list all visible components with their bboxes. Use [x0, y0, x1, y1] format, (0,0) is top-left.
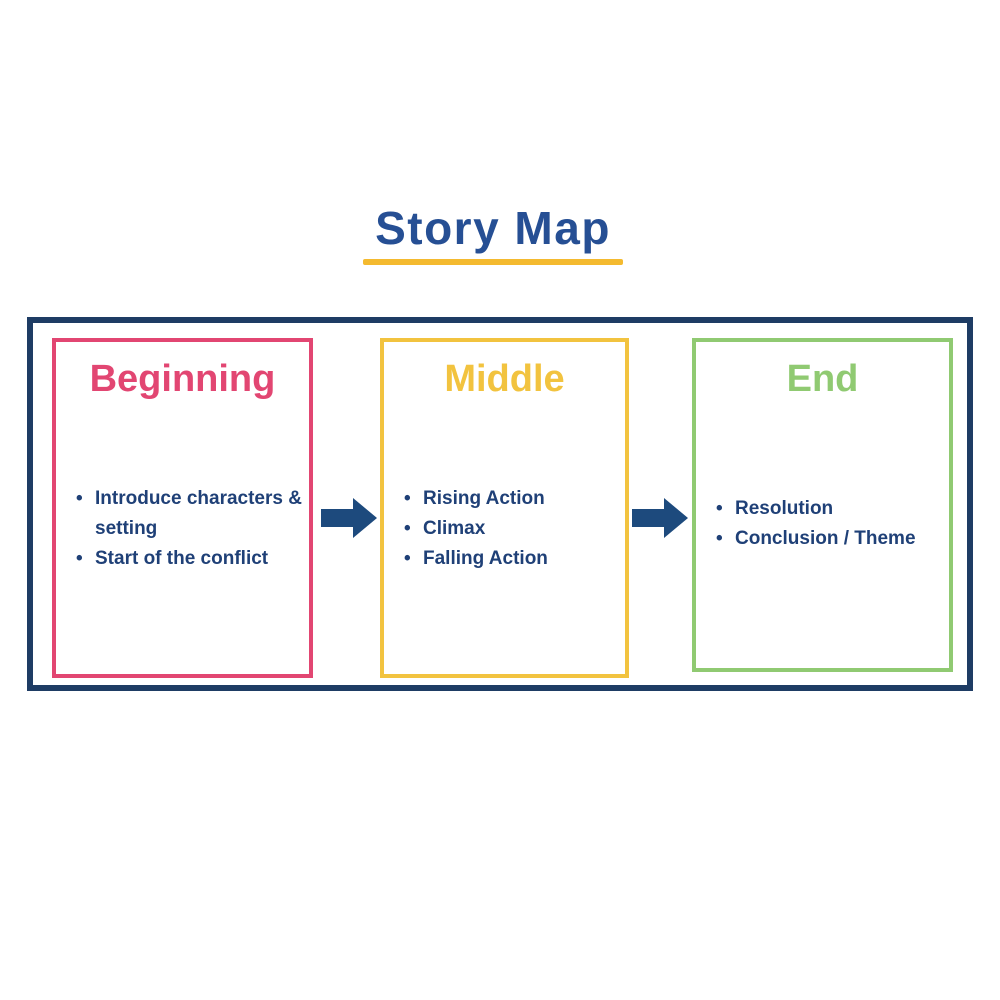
page-title: Story Map	[375, 202, 611, 254]
bullet-text: Conclusion / Theme	[735, 528, 916, 549]
bullet-text: Resolution	[735, 498, 834, 519]
bullet-text: Start of the conflict	[95, 548, 269, 569]
story-box-beginning: Beginning • Introduce characters & settin…	[52, 338, 313, 678]
bullet-dot: •	[404, 488, 411, 509]
bullet-list: • Rising Action • Climax • Falling Action	[404, 484, 623, 574]
bullet-item: • Introduce characters & setting	[76, 484, 307, 544]
bullet-list: • Introduce characters & setting • Start of…	[76, 484, 307, 574]
bullet-item: • Rising Action	[404, 484, 623, 514]
arrow-right-icon	[632, 498, 688, 538]
story-box-end: End • Resolution • Conclusion / Theme	[692, 338, 953, 672]
outer-frame	[27, 317, 973, 691]
box-heading-middle: Middle	[444, 358, 565, 400]
bullet-dot: •	[716, 528, 723, 549]
bullet-item: • Resolution	[716, 494, 947, 524]
bullet-dot: •	[76, 548, 83, 569]
title-underline	[363, 259, 623, 265]
bullet-item: • Start of the conflict	[76, 544, 307, 574]
arrow-right-icon	[321, 498, 377, 538]
story-box-middle: Middle • Rising Action • Climax • Falling Act…	[380, 338, 629, 678]
box-heading-end: End	[786, 358, 859, 400]
bullet-list: • Resolution • Conclusion / Theme	[716, 494, 947, 554]
bullet-text: Climax	[423, 518, 486, 539]
bullet-dot: •	[404, 548, 411, 569]
bullet-text: Introduce characters & setting	[95, 488, 302, 539]
bullet-item: • Climax	[404, 514, 623, 544]
bullet-item: • Falling Action	[404, 544, 623, 574]
bullet-dot: •	[76, 488, 83, 509]
bullet-text: Falling Action	[423, 548, 548, 569]
bullet-item: • Conclusion / Theme	[716, 524, 947, 554]
title-block: Story Map	[343, 200, 643, 265]
bullet-text: Rising Action	[423, 488, 545, 509]
box-heading-beginning: Beginning	[89, 358, 276, 400]
bullet-dot: •	[404, 518, 411, 539]
bullet-dot: •	[716, 498, 723, 519]
